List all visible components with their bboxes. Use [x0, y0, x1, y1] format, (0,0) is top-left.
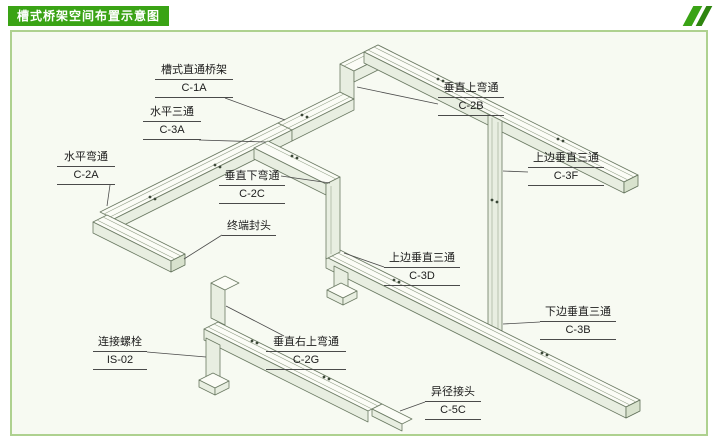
label-terminal-cap: 终端封头	[222, 220, 276, 238]
vertical-drop-right	[487, 113, 503, 332]
label-code: C-3B	[540, 324, 616, 340]
label-code: C-2A	[57, 169, 115, 185]
label-code: C-2B	[438, 100, 504, 116]
leader-c3f	[502, 170, 529, 173]
label-connection-bolt: 连接螺栓 IS-02	[93, 336, 147, 372]
tray-bottom-rail-side	[203, 328, 369, 423]
leader-c2g	[225, 305, 285, 337]
leader-is02	[146, 351, 207, 358]
label-code: C-3A	[143, 124, 201, 140]
label-code: C-2G	[266, 354, 346, 370]
leader-c2b	[356, 86, 439, 105]
label-name: 终端封头	[222, 220, 276, 236]
tray-right-rail-end	[623, 174, 639, 194]
label-name: 水平弯通	[57, 151, 115, 167]
terminal-end-cap	[170, 253, 186, 273]
vertical-drop-middle	[325, 176, 341, 260]
label-vertical-right-up-bend: 垂直右上弯通 C-2G	[266, 336, 346, 372]
label-code: C-3F	[528, 170, 604, 186]
label-horizontal-bend: 水平弯通 C-2A	[57, 151, 115, 187]
vertical-right-up-bend-top	[210, 275, 240, 291]
label-name: 上边垂直三通	[528, 152, 604, 168]
leader-c3b	[502, 321, 541, 325]
label-bottom-vertical-tee: 下边垂直三通 C-3B	[540, 306, 616, 342]
leader-c2a	[106, 184, 111, 207]
label-name: 垂直下弯通	[219, 170, 285, 186]
leader-c3a	[198, 139, 267, 143]
label-name: 上边垂直三通	[384, 252, 460, 268]
label-straight-tray: 槽式直通桥架 C-1A	[155, 64, 233, 100]
label-code: C-5C	[425, 404, 481, 420]
label-top-vertical-tee-d: 上边垂直三通 C-3D	[384, 252, 460, 288]
label-name: 垂直右上弯通	[266, 336, 346, 352]
label-code: C-3D	[384, 270, 460, 286]
leader-c5c	[399, 401, 426, 412]
label-vertical-up-bend: 垂直上弯通 C-2B	[438, 82, 504, 118]
label-vertical-down-bend: 垂直下弯通 C-2C	[219, 170, 285, 206]
label-code: C-2C	[219, 188, 285, 204]
label-horizontal-tee: 水平三通 C-3A	[143, 106, 201, 142]
label-name: 异径接头	[425, 386, 481, 402]
leader-c2c	[280, 175, 331, 184]
leader-end-cap	[183, 234, 223, 260]
page-title: 槽式桥架空间布置示意图	[8, 6, 170, 26]
tray-upper-rail-side	[291, 98, 355, 142]
label-code: IS-02	[93, 354, 147, 370]
support-base-middle-side	[342, 290, 358, 306]
tray-lower-right-rail-end	[625, 399, 641, 419]
label-reducer: 异径接头 C-5C	[425, 386, 481, 422]
label-top-vertical-tee-f: 上边垂直三通 C-3F	[528, 152, 604, 188]
label-name: 垂直上弯通	[438, 82, 504, 98]
support-base-left-side	[214, 380, 230, 396]
label-name: 水平三通	[143, 106, 201, 122]
reducer-fitting-side	[371, 408, 403, 432]
leader-c3d	[343, 252, 385, 268]
label-name: 槽式直通桥架	[155, 64, 233, 80]
label-code: C-1A	[155, 82, 233, 98]
label-name: 连接螺栓	[93, 336, 147, 352]
label-name: 下边垂直三通	[540, 306, 616, 322]
leader-c1a	[224, 97, 286, 121]
